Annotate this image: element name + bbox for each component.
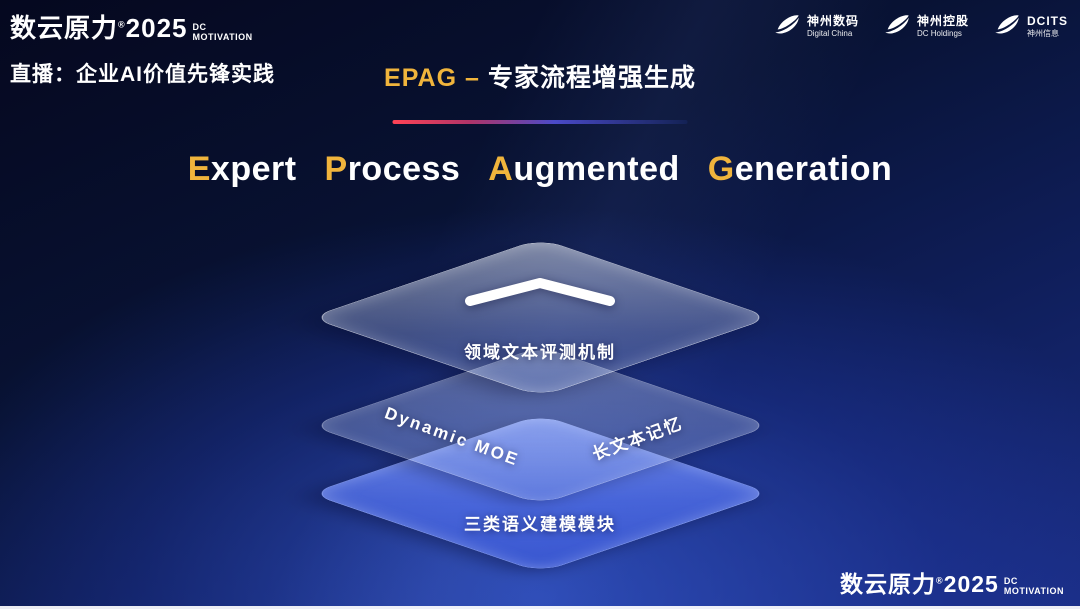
dc-holdings-logo: 神州控股 DC Holdings <box>883 10 969 43</box>
brand-name: 数云原力 <box>840 571 937 597</box>
logo-subname: Digital China <box>806 28 853 38</box>
registered-mark: ® <box>118 19 126 30</box>
brand-logo-bottom-right: 数云原力®2025 DC MOTIVATION <box>840 565 1064 599</box>
page-title-acronym: EPAG <box>384 64 458 92</box>
dc-holdings-logo-icon <box>883 10 911 43</box>
dcits-logo-icon <box>993 10 1021 43</box>
bottom-edge-strip <box>0 606 1080 609</box>
headline-word: Process <box>325 150 461 189</box>
headline-rest: eneration <box>734 150 893 188</box>
logo-name: 神州数码 <box>806 14 859 28</box>
page-title-chinese: 专家流程增强生成 <box>487 64 696 92</box>
logo-name: 神州控股 <box>916 14 969 28</box>
live-subtitle: 直播：企业AI价值先锋实践 <box>10 63 275 86</box>
headline-word: Generation <box>708 150 893 189</box>
brand-wordmark: 数云原力®2025 <box>10 8 188 45</box>
digital-china-logo: 神州数码 Digital China <box>773 10 859 43</box>
english-headline: Expert Process Augmented Generation <box>0 150 1080 189</box>
brand-suffix-motivation: MOTIVATION <box>192 31 253 42</box>
headline-initial: A <box>488 150 514 188</box>
headline-rest: ugmented <box>513 150 680 188</box>
brand-suffix: DC MOTIVATION <box>1003 576 1064 599</box>
brand-suffix-motivation: MOTIVATION <box>1003 585 1064 596</box>
headline-word: Expert <box>188 150 297 189</box>
page-title: EPAG–专家流程增强生成 <box>384 58 696 94</box>
headline-initial: G <box>707 150 735 188</box>
headline-initial: E <box>187 150 211 188</box>
brand-year: 2025 <box>125 13 188 43</box>
brand-year: 2025 <box>943 571 999 597</box>
brand-suffix-dc: DC <box>192 22 207 33</box>
title-divider-gradient <box>392 120 688 124</box>
digital-china-logo-text: 神州数码 Digital China <box>806 14 859 38</box>
registered-mark: ® <box>936 575 944 586</box>
brand-wordmark: 数云原力®2025 <box>840 565 999 599</box>
logo-name: DCITS <box>1027 14 1068 28</box>
headline-rest: xpert <box>210 150 297 188</box>
dcits-logo: DCITS 神州信息 <box>993 10 1068 43</box>
layer-label-evaluation: 领域文本评测机制 <box>464 343 616 362</box>
dc-holdings-logo-text: 神州控股 DC Holdings <box>916 14 969 38</box>
chevron-up-icon <box>460 275 620 314</box>
diagram-layer-top <box>309 238 772 397</box>
dcits-logo-text: DCITS 神州信息 <box>1027 14 1068 38</box>
headline-initial: P <box>324 150 348 188</box>
digital-china-logo-icon <box>773 10 801 43</box>
brand-logo-top-left: 数云原力®2025 DC MOTIVATION <box>10 8 253 45</box>
headline-rest: rocess <box>347 150 461 188</box>
corporate-logos: 神州数码 Digital China 神州控股 DC Holdings DCIT… <box>773 10 1068 43</box>
brand-suffix-dc: DC <box>1003 576 1018 587</box>
headline-word: Augmented <box>488 150 680 189</box>
logo-subname: DC Holdings <box>916 28 962 38</box>
brand-name: 数云原力 <box>10 13 119 43</box>
logo-subname: 神州信息 <box>1027 28 1059 38</box>
brand-suffix: DC MOTIVATION <box>192 22 253 45</box>
layer-label-semantic-modeling: 三类语义建模模块 <box>464 515 616 534</box>
page-title-dash: – <box>465 64 480 92</box>
